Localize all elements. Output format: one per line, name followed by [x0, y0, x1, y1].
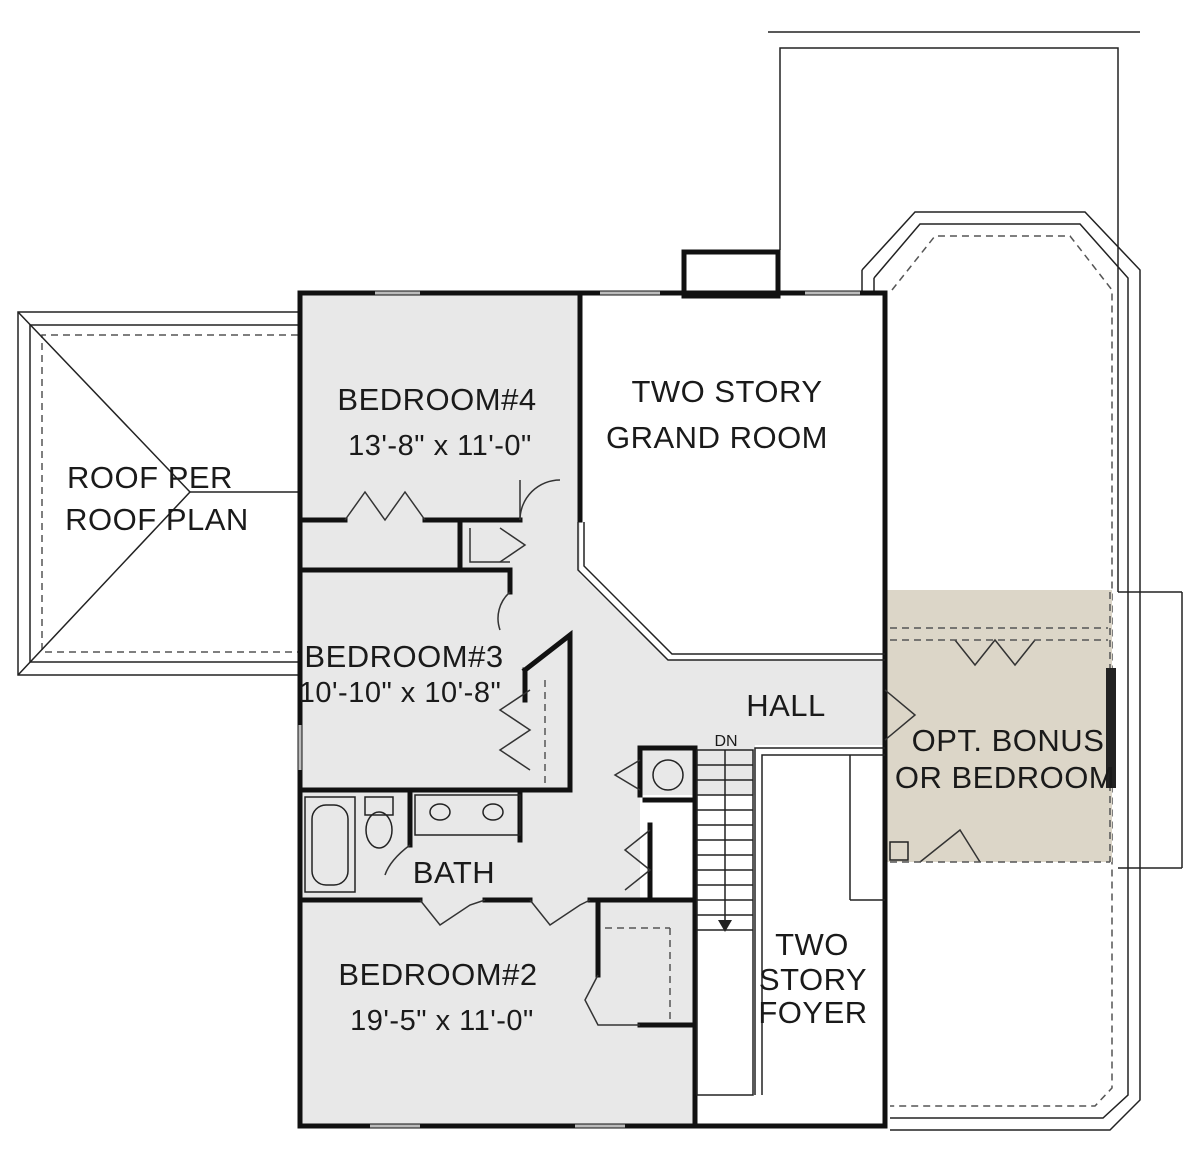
room-labels: BEDROOM#4 13'-8" x 11'-0" TWO STORY GRAN… [65, 374, 1115, 1037]
roof-line2: ROOF PLAN [65, 502, 249, 537]
bonus-line1: OPT. BONUS [912, 723, 1105, 758]
grand-room-line1: TWO STORY [631, 374, 822, 409]
grand-room-line2: GRAND ROOM [606, 420, 828, 455]
exterior-walls [297, 249, 888, 1129]
windows [298, 291, 860, 1128]
bedroom2-name: BEDROOM#2 [338, 957, 537, 992]
foyer-line3: FOYER [758, 995, 867, 1030]
room-fills [300, 293, 1112, 1126]
door-swings [304, 479, 1183, 1026]
rear-deck-outline [768, 31, 1140, 592]
stair-arrow-head [718, 920, 732, 932]
bedroom3-name: BEDROOM#3 [304, 639, 503, 674]
bedroom4-dims: 13'-8" x 11'-0" [348, 430, 532, 462]
interior-walls [299, 293, 885, 1129]
left-roof-outline [17, 311, 298, 676]
foyer-line1: TWO [775, 927, 849, 962]
bonus-line2: OR BEDROOM [895, 760, 1115, 795]
hall-name: HALL [746, 688, 826, 723]
bedroom4-name: BEDROOM#4 [337, 382, 536, 417]
foyer-line2: STORY [759, 962, 867, 997]
bedroom2-dims: 19'-5" x 11'-0" [350, 1005, 534, 1037]
bath-name: BATH [413, 855, 495, 890]
roof-line1: ROOF PER [67, 460, 233, 495]
stairs [696, 749, 754, 1096]
stair-down-label: DN [714, 733, 737, 750]
bedroom3-dims: 10'-10" x 10'-8" [299, 677, 502, 709]
right-roof-outline [861, 211, 1141, 1131]
